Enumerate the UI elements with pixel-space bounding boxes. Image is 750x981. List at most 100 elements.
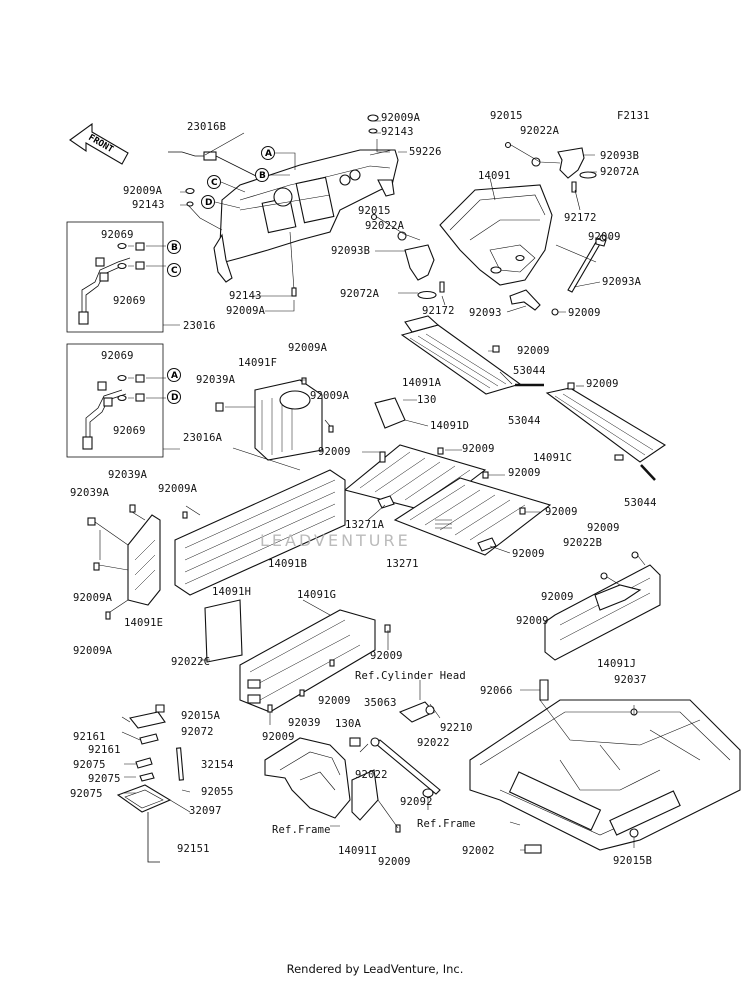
callout-c-top: C <box>211 178 218 188</box>
plate-32097 <box>116 704 191 863</box>
part-label: 92072A <box>340 288 380 300</box>
part-label: 53044 <box>508 415 541 427</box>
part-label: 92009 <box>262 731 295 743</box>
part-label: 32154 <box>201 759 234 771</box>
part-label: 14091A <box>402 377 442 389</box>
part-label: 92022 <box>417 737 450 749</box>
part-label: 53044 <box>513 365 546 377</box>
front-arrow-icon: FRONT <box>69 122 129 165</box>
part-label: 13271 <box>386 558 419 570</box>
part-label: 92009 <box>588 231 621 243</box>
part-label: 92037 <box>614 674 647 686</box>
part-label: 92072 <box>181 726 214 738</box>
part-label: 92015 <box>490 110 523 122</box>
part-label: 23016B <box>187 121 227 133</box>
part-label: 14091D <box>430 420 470 432</box>
frame-left <box>264 737 401 833</box>
part-label: 92055 <box>201 786 234 798</box>
callout-c-box: C <box>171 266 178 276</box>
part-label: Ref.Frame <box>417 818 476 830</box>
callout-circles: A B C D B C A D <box>167 146 275 404</box>
harness-23016B <box>168 151 261 179</box>
part-label: 92009 <box>568 307 601 319</box>
cover-14091G <box>239 599 391 725</box>
part-label: 92039 <box>288 717 321 729</box>
part-label: 92009 <box>541 591 574 603</box>
part-label: 14091B <box>268 558 308 570</box>
upper-hardware <box>185 114 379 297</box>
part-label: 92002 <box>462 845 495 857</box>
part-label: 92093 <box>469 307 502 319</box>
part-label: 92009 <box>517 345 550 357</box>
watermark-text: LEADVENTURE <box>260 531 411 550</box>
part-label: 92009A <box>381 112 421 124</box>
part-label: 92039A <box>108 469 148 481</box>
floor-panel-13271 <box>393 471 552 556</box>
part-label: 23016A <box>183 432 223 444</box>
part-label: 92022 <box>355 769 388 781</box>
part-label: 13271A <box>345 519 385 531</box>
main-frame <box>469 679 741 854</box>
part-label: 92009 <box>586 378 619 390</box>
part-label: 92022A <box>365 220 405 232</box>
part-label: 92015A <box>181 710 221 722</box>
part-label: 130A <box>335 718 362 730</box>
part-label: 92009A <box>158 483 198 495</box>
callout-d-top: D <box>205 198 212 208</box>
harness-box-23016 <box>66 221 164 333</box>
part-label: 92093B <box>331 245 371 257</box>
part-label: 92075 <box>73 759 106 771</box>
harness-box-23016A <box>66 343 164 458</box>
bracket-middle <box>370 213 446 306</box>
cover-14091F <box>215 377 334 471</box>
part-label: 92009 <box>512 548 545 560</box>
part-label: 92009A <box>288 342 328 354</box>
part-label: 92009 <box>318 695 351 707</box>
part-label: 92069 <box>113 425 146 437</box>
part-label: 92161 <box>88 744 121 756</box>
part-label: 32097 <box>189 805 222 817</box>
shaft-35063 <box>349 680 441 810</box>
bracket-upper-right <box>504 141 597 211</box>
part-label: 92075 <box>88 773 121 785</box>
callout-a-top: A <box>265 149 272 159</box>
part-label: 130 <box>417 394 437 406</box>
part-label: 92009 <box>370 650 403 662</box>
part-label: 92151 <box>177 843 210 855</box>
part-label: Ref.Frame <box>272 824 331 836</box>
part-label: 92015B <box>613 855 653 867</box>
part-label: 92161 <box>73 731 106 743</box>
part-label: 14091G <box>297 589 337 601</box>
part-label: 92172 <box>422 305 455 317</box>
callout-b-box: B <box>171 243 178 253</box>
stay-rod-92093A <box>555 234 612 293</box>
part-label: 92009 <box>508 467 541 479</box>
cover-14091A <box>400 315 522 395</box>
part-label: 92069 <box>101 350 134 362</box>
cover-14091B <box>129 469 346 596</box>
part-label: 92009 <box>462 443 495 455</box>
part-label: 92015 <box>358 205 391 217</box>
part-label: 14091J <box>597 658 637 670</box>
part-label: 92143 <box>381 126 414 138</box>
part-label: Ref.Cylinder Head <box>355 670 466 682</box>
harness-23016A <box>82 374 145 450</box>
part-label: 35063 <box>364 697 397 709</box>
part-label: 92009 <box>545 506 578 518</box>
part-label: 92009A <box>226 305 266 317</box>
part-label: 92093B <box>600 150 640 162</box>
part-label: 92022B <box>563 537 603 549</box>
diagram-code: F2131 <box>617 110 650 122</box>
part-label: 92009A <box>73 592 113 604</box>
part-label: 92066 <box>480 685 513 697</box>
part-label: 14091H <box>212 586 252 598</box>
storage-tray-14091 <box>439 177 553 286</box>
sheet-14091H <box>200 599 243 663</box>
part-label: 92093A <box>602 276 642 288</box>
cover-14091C <box>545 382 667 463</box>
part-label: 92022C <box>171 656 211 668</box>
part-label: 92072A <box>600 166 640 178</box>
footer-credit: Rendered by LeadVenture, Inc. <box>286 962 464 976</box>
side-panel-14091E <box>87 514 161 620</box>
